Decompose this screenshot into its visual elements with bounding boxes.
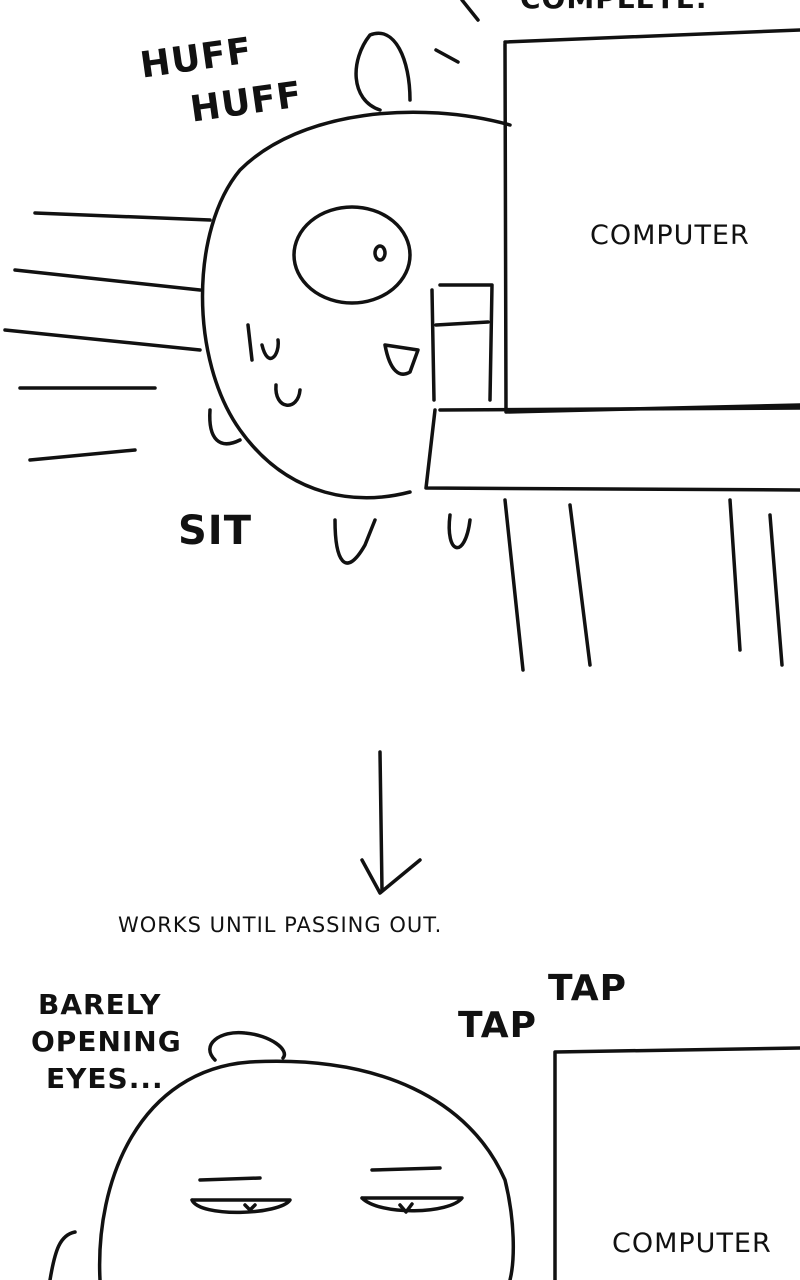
sfx-tap-2: TAP <box>458 1005 538 1046</box>
hand <box>208 408 242 446</box>
desk <box>424 406 800 492</box>
mouth <box>383 343 420 376</box>
head <box>200 110 512 500</box>
arm <box>48 1230 77 1280</box>
sfx-sit: SIT <box>178 508 252 554</box>
thought-line-1: BARELY <box>38 988 162 1021</box>
computer-label: COMPUTER <box>590 220 750 251</box>
right-eye <box>360 1166 464 1214</box>
sweat <box>274 383 302 407</box>
panel-2-art <box>48 1030 800 1280</box>
head <box>97 1059 515 1280</box>
speed-lines <box>3 211 212 462</box>
cheek-mark <box>246 323 280 362</box>
arm <box>430 283 494 402</box>
left-eye <box>190 1176 292 1215</box>
pupil <box>373 244 387 262</box>
thought-line-3: EYES... <box>46 1062 164 1095</box>
monitor-top <box>503 28 800 44</box>
eye <box>292 205 412 305</box>
top-caption-cropped: COMPLETE. <box>520 0 708 15</box>
thought-line-2: OPENING <box>31 1025 182 1058</box>
sfx-tap-1: TAP <box>548 968 628 1009</box>
ear <box>354 31 412 112</box>
monitor <box>553 1046 800 1280</box>
foot <box>447 513 472 550</box>
motion-line <box>434 48 460 64</box>
foot <box>333 518 377 565</box>
computer-label-2: COMPUTER <box>612 1228 772 1259</box>
arrow <box>360 750 422 895</box>
desk-legs <box>503 498 784 672</box>
panel-1-art <box>3 0 800 672</box>
ear <box>208 1030 287 1062</box>
caption: WORKS UNTIL PASSING OUT. <box>118 913 443 937</box>
motion-line <box>460 0 480 22</box>
